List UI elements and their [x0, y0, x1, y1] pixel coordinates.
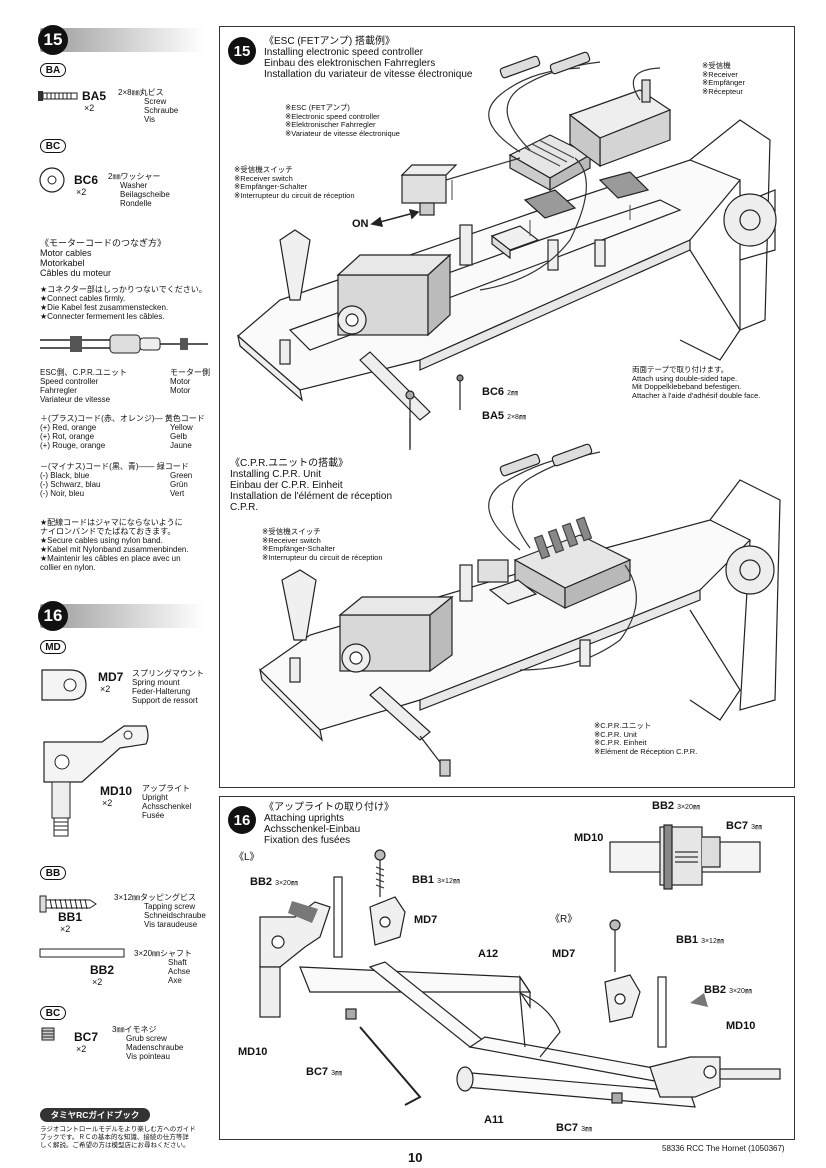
bag-bc-label-2: BC [40, 1006, 66, 1020]
bb1-tapping-screw-icon [39, 895, 97, 913]
bc7-top-label: BC7 3㎜ [726, 820, 762, 832]
bc7-description: 3㎜イモネジ Grub screw Madenschraube Vis poin… [112, 1025, 184, 1061]
minus-cable-label: －(マイナス)コード(黒、青)―― 緑コード (-) Black, blue (… [40, 462, 189, 498]
bag-md-label: MD [40, 640, 66, 654]
bag-bb-label: BB [40, 866, 66, 880]
on-label: ON [352, 218, 369, 230]
double-sided-tape-callout: 両面テープで取り付けます。 Attach using double-sided … [632, 365, 761, 400]
bb2-right-label: BB2 3×20㎜ [704, 984, 752, 996]
bc6-label: BC6 2㎜ [482, 386, 518, 398]
right-side-mark: 《R》 [550, 914, 578, 925]
md7-left-label: MD7 [414, 914, 438, 926]
bc7-right-label: BC7 3㎜ [556, 1122, 592, 1134]
receiver-switch-callout-2: ※受信機スイッチ ※Receiver switch ※Empfänger-Sch… [262, 527, 383, 562]
bb2-top-label: BB2 3×20㎜ [652, 800, 700, 812]
ba5-qty: ×2 [84, 103, 95, 113]
bc7-qty: ×2 [76, 1044, 87, 1054]
guide-book-badge: タミヤRCガイドブック [40, 1108, 150, 1122]
ba5-label: BA5 2×8㎜ [482, 410, 526, 422]
md7-qty: ×2 [100, 684, 111, 694]
esc-callout: ※ESC (FETアンプ) ※Electronic speed controll… [285, 103, 400, 138]
receiver-switch-callout: ※受信機スイッチ ※Receiver switch ※Empfänger-Sch… [234, 165, 355, 200]
motor-side-label: モーター側 Motor Motor [170, 368, 210, 395]
receiver-callout: ※受信機 ※Receiver ※Empfänger ※Récepteur [702, 61, 745, 96]
cpr-title: 《C.P.R.ユニットの搭載》 Installing C.P.R. Unit E… [230, 458, 393, 513]
plus-cable-label: ＋(プラス)コード(赤、オレンジ)― 黄色コード (+) Red, orange… [40, 414, 205, 450]
esc-installation-diagram [237, 51, 777, 450]
connector-diagram [40, 334, 208, 354]
a11-label: A11 [484, 1114, 504, 1126]
md7-description: スプリングマウント Spring mount Feder-Halterung S… [132, 669, 204, 705]
bc6-qty: ×2 [76, 187, 87, 197]
bag-bc-label: BC [40, 139, 66, 153]
bb1-description: 3×12㎜タッピングビス Tapping screw Schneidschrau… [114, 893, 206, 929]
bc6-washer-icon [39, 167, 65, 193]
md10-upright-icon [43, 725, 149, 837]
a12-label: A12 [478, 948, 499, 960]
plus-cable-right: Yellow Gelb Jaune [170, 423, 193, 450]
bb2-qty: ×2 [92, 977, 103, 987]
left-side-mark: 《L》 [234, 852, 260, 863]
guide-book-text: ラジオコントロールモデルをより楽しむ方へのガイド ブックです。ＲＣの基本的な知識… [40, 1126, 196, 1149]
connect-firmly-note: ★コネクター部はしっかりつないでください。 ★Connect cables fi… [40, 285, 207, 321]
md7-code: MD7 [98, 670, 124, 684]
motor-cables-title: 《モーターコードのつなぎ方》 Motor cables Motorkabel C… [40, 238, 167, 278]
page-number: 10 [408, 1150, 423, 1165]
ba5-code: BA5 [82, 89, 107, 103]
ba5-screw-icon [38, 91, 78, 101]
md10-qty: ×2 [102, 798, 113, 808]
md10-right-label: MD10 [726, 1020, 756, 1032]
bb2-shaft-icon [39, 948, 125, 958]
panel-15-number: 15 [228, 37, 256, 65]
bc7-left-label: BC7 3㎜ [306, 1066, 342, 1078]
upright-installation-diagram [259, 824, 781, 1108]
bb1-qty: ×2 [60, 924, 71, 934]
nylon-band-note: ★配線コードはジャマにならないように ナイロンバンドでたばねておきます。 ★Se… [40, 518, 189, 572]
md10-left-label: MD10 [238, 1046, 268, 1058]
step-15-panel [219, 26, 795, 788]
bag-ba-label: BA [40, 63, 66, 77]
step-16-number: 16 [38, 601, 68, 631]
esc-side-label: ESC側、C.P.R.ユニット Speed controller Fahrreg… [40, 368, 127, 404]
step-15-number: 15 [38, 25, 68, 55]
bc6-code: BC6 [74, 173, 99, 187]
md10-description: アップライト Upright Achsschenkel Fusée [142, 784, 192, 820]
md10-code: MD10 [100, 784, 133, 798]
bb1-right-label: BB1 3×12㎜ [676, 934, 724, 946]
step-16-panel [219, 796, 795, 1140]
bc6-description: 2㎜ワッシャー Washer Beilagscheibe Rondelle [108, 172, 170, 208]
bb1-code: BB1 [58, 910, 83, 924]
panel-15-title: 《ESC (FETアンプ) 搭載例》 Installing electronic… [264, 36, 473, 80]
bb2-left-label: BB2 3×20㎜ [250, 876, 298, 888]
md10-top-label: MD10 [574, 832, 604, 844]
bb2-description: 3×20㎜シャフト Shaft Achse Axe [134, 949, 193, 985]
bc7-code: BC7 [74, 1030, 99, 1044]
panel-16-title: 《アップライトの取り付け》 Attaching uprights Achssch… [264, 802, 394, 846]
md7-spring-mount-icon [41, 669, 87, 701]
panel-16-number: 16 [228, 806, 256, 834]
cpr-installation-diagram [259, 443, 781, 777]
bc7-grub-screw-icon [41, 1027, 55, 1041]
cpr-unit-callout: ※C.P.R.ユニット ※C.P.R. Unit ※C.P.R. Einheit… [594, 721, 698, 756]
minus-cable-right: Green Grün Vert [170, 471, 193, 498]
md7-right-label: MD7 [552, 948, 576, 960]
bb1-left-label: BB1 3×12㎜ [412, 874, 460, 886]
ba5-description: 2×8㎜丸ビス Screw Schraube Vis [118, 88, 179, 124]
bb2-code: BB2 [90, 963, 115, 977]
product-code: 58336 RCC The Hornet (1050367) [662, 1144, 785, 1153]
